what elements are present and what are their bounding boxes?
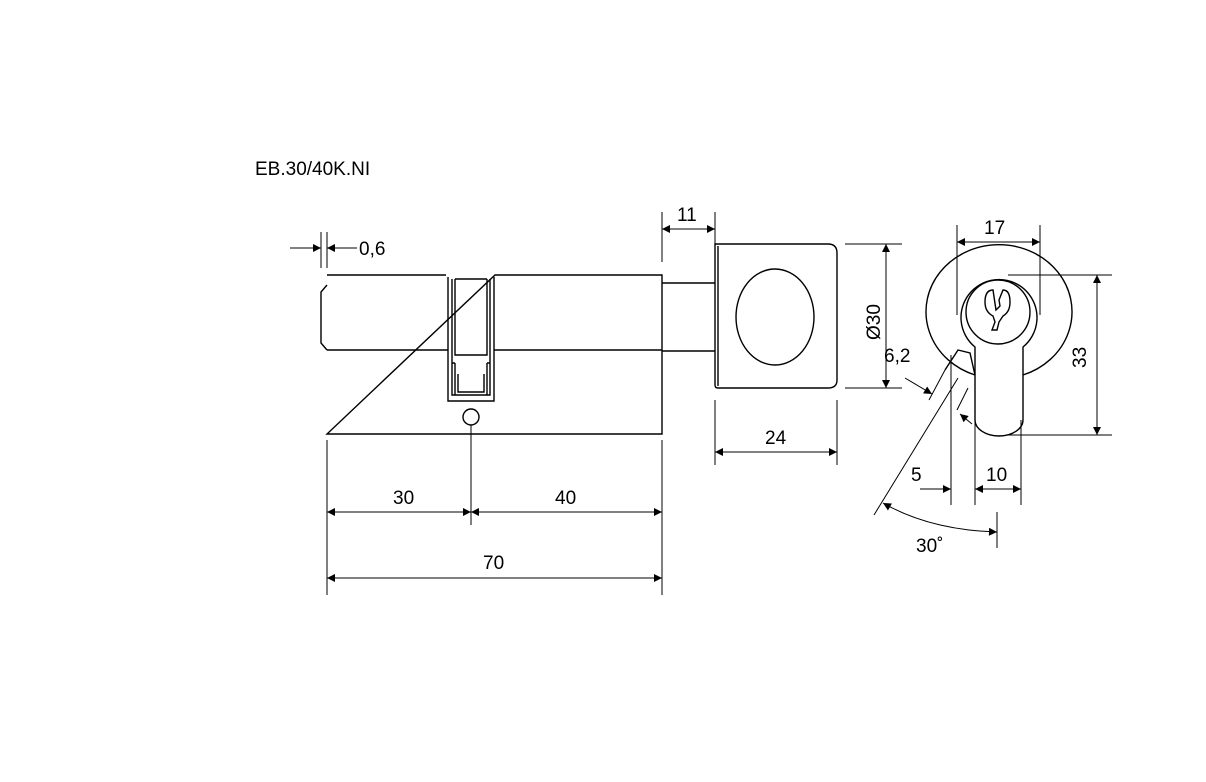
dim-10: 10 <box>986 465 1007 486</box>
thumb-knob <box>714 243 838 389</box>
cylinder-front-view <box>925 244 1073 437</box>
dim-33: 33 <box>1070 347 1091 368</box>
cam-chamfer <box>320 284 328 351</box>
dim-6-2: 6,2 <box>884 346 910 367</box>
cam <box>944 349 976 376</box>
cylinder-side-view <box>320 243 838 435</box>
dim-30: 30 <box>393 488 414 509</box>
side-dimensions: 0,6 11 Ø30 24 30 40 70 <box>290 205 902 595</box>
rose-circle <box>925 244 1073 376</box>
dim-70: 70 <box>483 553 504 574</box>
knob-grip-oval <box>735 268 815 366</box>
dim-30-degrees: 30˚ <box>916 536 943 557</box>
dim-11: 11 <box>677 205 697 226</box>
dim-40: 40 <box>555 488 576 509</box>
keyway-icon <box>984 289 1011 331</box>
profile-outline <box>960 278 1038 437</box>
cam-slot <box>447 277 495 402</box>
dim-24: 24 <box>765 428 787 449</box>
dim-diameter-30: Ø30 <box>864 304 885 340</box>
front-dimensions: 17 33 5 10 6,2 30˚ <box>873 218 1112 557</box>
dim-17: 17 <box>984 218 1005 239</box>
dim-5: 5 <box>911 465 922 486</box>
fixing-hole <box>462 408 480 426</box>
drawing-title: EB.30/40K.NI <box>255 159 370 180</box>
plug-circle <box>965 279 1031 345</box>
shaft <box>662 282 715 352</box>
dim-0-6: 0,6 <box>359 239 385 260</box>
